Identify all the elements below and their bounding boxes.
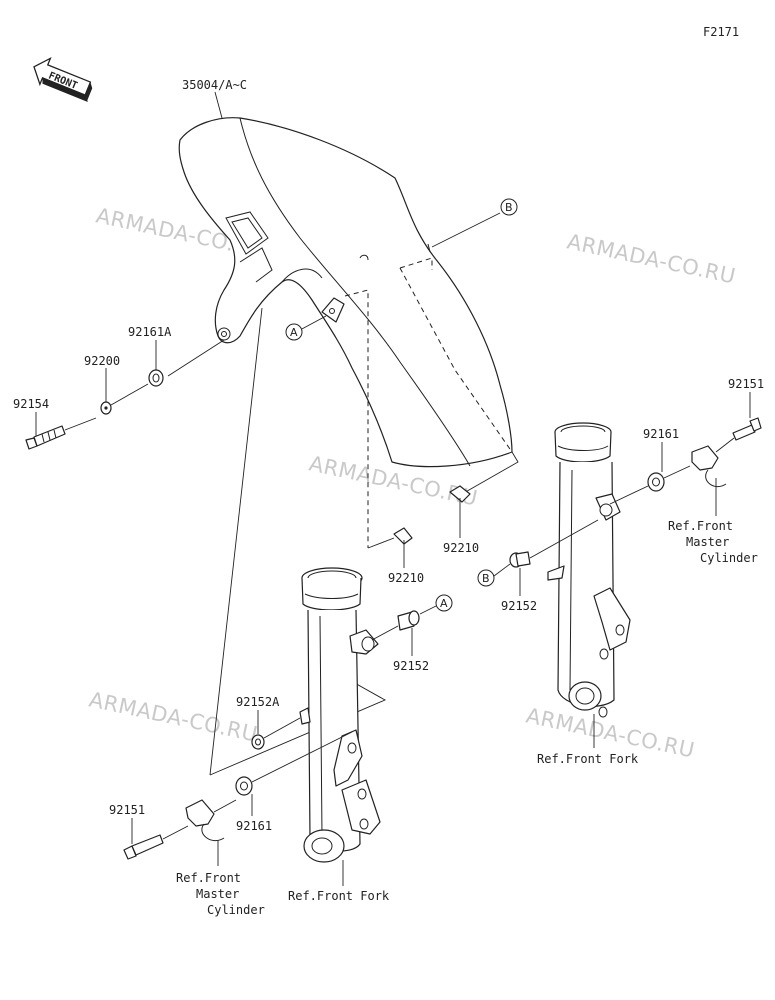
label-fork-right: Ref.Front Fork: [537, 752, 639, 766]
collar-92161-right: [647, 472, 665, 492]
bolt-92152-left: [397, 610, 420, 631]
marker-b-bottom: B: [477, 569, 495, 587]
label-92152-left: 92152: [393, 659, 429, 673]
label-master-left-1: Ref.Front: [176, 871, 241, 885]
watermark-4: ARMADA-CO.RU: [87, 687, 260, 746]
label-master-right-3: Cylinder: [700, 551, 758, 565]
figure-code: F2171: [703, 25, 739, 39]
label-92161a: 92161A: [128, 325, 172, 339]
svg-text:B: B: [482, 572, 490, 585]
label-92154: 92154: [13, 397, 49, 411]
marker-b-top: B: [500, 198, 518, 216]
label-master-left-3: Cylinder: [207, 903, 265, 917]
label-master-left-2: Master: [196, 887, 239, 901]
label-92210-right: 92210: [443, 541, 479, 555]
clamp-right: [691, 445, 727, 488]
bolt-92154: [25, 425, 66, 450]
svg-text:A: A: [290, 326, 298, 339]
label-92152a: 92152A: [236, 695, 280, 709]
marker-a-top: A: [285, 323, 303, 341]
front-arrow-icon: FRONT: [33, 56, 93, 103]
svg-text:B: B: [505, 201, 513, 214]
label-fender: 35004/A~C: [182, 78, 247, 92]
watermark-2: ARMADA-CO.RU: [565, 229, 738, 288]
bolt-92152-right: [509, 551, 531, 568]
label-92151-left: 92151: [109, 803, 145, 817]
collar-92161-left: [235, 776, 253, 796]
label-92151-right: 92151: [728, 377, 764, 391]
label-master-right-1: Ref.Front: [668, 519, 733, 533]
bolt-92152a: [251, 734, 265, 750]
marker-a-bottom: A: [435, 594, 453, 612]
clamp-left: [185, 799, 225, 842]
nut-92210-left: [393, 527, 413, 545]
label-92161-left: 92161: [236, 819, 272, 833]
nut-92210-right: [449, 485, 471, 503]
label-92152-right: 92152: [501, 599, 537, 613]
bolt-92151-right: [732, 417, 762, 441]
label-fork-left: Ref.Front Fork: [288, 889, 390, 903]
collar-92161a: [148, 369, 164, 387]
right-front-fork: [547, 422, 631, 718]
left-front-fork: [299, 567, 381, 863]
bolt-92151-left: [123, 834, 164, 860]
svg-text:A: A: [440, 597, 448, 610]
label-92210-left: 92210: [388, 571, 424, 585]
label-92161-right: 92161: [643, 427, 679, 441]
front-fender: [178, 117, 513, 468]
label-master-right-2: Master: [686, 535, 729, 549]
label-92200: 92200: [84, 354, 120, 368]
